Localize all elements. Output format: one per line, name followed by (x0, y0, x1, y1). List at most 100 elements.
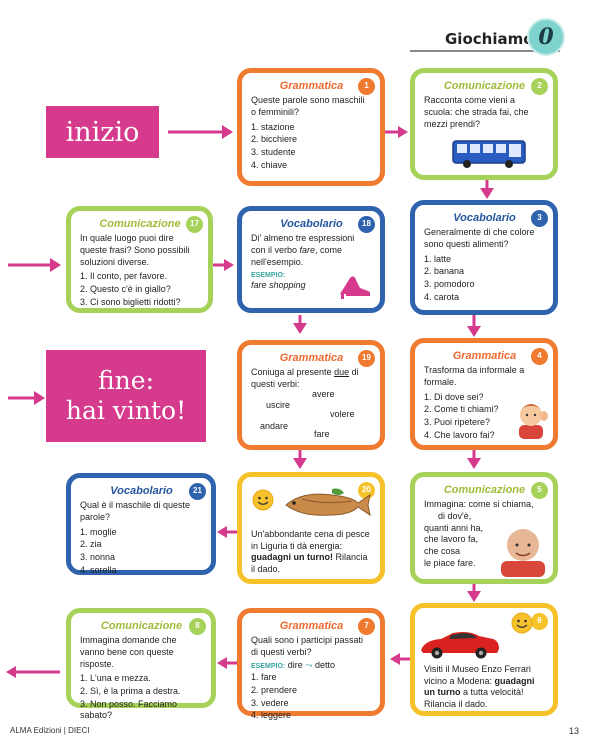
card-line: di dov'è, (438, 510, 472, 521)
card-number: 2 (531, 78, 548, 95)
list-item: 4. sorella (80, 564, 117, 575)
card-title: Vocabolario (280, 218, 343, 230)
page-title: Giochiamo! (445, 30, 541, 48)
card-number: 18 (358, 216, 375, 233)
card-number: 21 (189, 483, 206, 500)
card-number: 20 (358, 482, 375, 499)
card-title: Grammatica (452, 350, 517, 362)
card-text-part: Visiti il Museo Enzo Ferrari vicino a Mo… (424, 664, 531, 686)
high-heel-shoe-icon (340, 276, 370, 299)
card-1: 1 Grammatica Queste parole sono maschili… (237, 68, 385, 186)
card-prompt: Trasforma da informale a formale. (424, 365, 525, 387)
card-prompt: Quali sono i participi passati di questi… (251, 635, 364, 657)
card-21: 21 Vocabolario Qual è il maschile di que… (66, 473, 216, 575)
card-prompt: Immagina domande che vanno bene con ques… (80, 635, 177, 669)
verb-word: volere (330, 409, 355, 419)
card-title: Comunicazione (99, 218, 181, 230)
list-item: 2. zia (80, 539, 102, 550)
card-number: 1 (358, 78, 375, 95)
card-text-bold: guadagni un turno! (251, 552, 333, 563)
card-prompt: Generalmente di che colore sono questi a… (424, 227, 535, 249)
card-2: 2 Comunicazione Racconta come vieni a sc… (410, 68, 558, 180)
list-item: 4. chiave (251, 159, 288, 170)
smiley-icon (511, 612, 533, 634)
page-number: 13 (569, 726, 580, 736)
card-title: Grammatica (279, 352, 344, 364)
card-title: Grammatica (279, 80, 344, 92)
smiley-icon (252, 489, 274, 511)
card-prompt: Di' almeno tre espressioni con il verbo … (251, 233, 372, 268)
card-number: 3 (531, 210, 548, 227)
card-5: 5 Comunicazione Immagina: come si chiama… (410, 472, 558, 584)
verb-word: uscire (266, 400, 291, 410)
verb-word: avere (312, 389, 335, 399)
card-number: 8 (189, 618, 206, 635)
verb-word: andare (260, 421, 289, 431)
list-item: 2. Questo c'è in giallo? (80, 284, 171, 295)
card-text-part: Rilancia il dado. (251, 552, 368, 575)
card-title: Comunicazione (443, 80, 526, 92)
example-label: ESEMPIO: (251, 662, 286, 670)
example-from: dire (287, 659, 303, 670)
card-text: Un'abbondante cena di pesce in Liguria t… (251, 529, 372, 576)
card-text-underlined: due (334, 367, 350, 378)
card-example: ESEMPIO: dire ⤳ detto (251, 660, 372, 672)
list-item: 2. banana (424, 266, 465, 277)
list-item: 4. Che lavoro fai? (424, 429, 495, 440)
card-prompt: Racconta come vieni a scuola: che strada… (424, 95, 529, 129)
bus-icon (452, 140, 526, 168)
list-item: 1. moglie (80, 526, 117, 537)
list-item: 2. bicchiere (251, 134, 298, 145)
list-item: 3. nonna (80, 552, 116, 563)
card-text: Visiti il Museo Enzo Ferrari vicino a Mo… (424, 664, 545, 711)
woman-portrait (501, 529, 545, 577)
example-label: ESEMPIO: (251, 272, 286, 280)
list-item: 2. Sì, è la prima a destra. (80, 686, 181, 697)
card-title: Comunicazione (100, 620, 183, 632)
list-item: 3. vedere (251, 697, 289, 708)
card-line: quanti anni ha, (424, 522, 484, 533)
card-text-verb: fare (299, 244, 316, 255)
arrow-icon: ⤳ (305, 659, 313, 670)
list-item: 1. L'una e mezza. (80, 673, 151, 684)
card-prompt: In quale luogo puoi dire queste frasi? S… (80, 233, 190, 267)
card-18: 18 Vocabolario Di' almeno tre espression… (237, 206, 385, 313)
card-title: Vocabolario (453, 212, 516, 224)
card-line: che cosa (424, 546, 461, 557)
list-item: 2. prendere (251, 685, 298, 696)
card-text-part: a tutta velocità! Rilancia il dado. (424, 687, 524, 710)
card-7: 7 Grammatica Quali sono i participi pass… (237, 608, 385, 720)
card-number: 7 (358, 618, 375, 635)
list-item: 3. studente (251, 147, 296, 158)
card-prompt: Queste parole sono maschili o femminili? (251, 95, 365, 117)
card-line: che lavoro fa, (424, 534, 479, 545)
list-item: 4. leggere (251, 710, 292, 721)
card-line: le piace fare. (424, 557, 476, 568)
card-line: Immagina: come si chiama, (424, 499, 534, 510)
footer-publisher: ALMA Edizioni | DIECI (10, 726, 90, 735)
card-20: 20 Un'abbondante cena di pesce in Liguri… (237, 472, 385, 584)
card-text-part: Un'abbondante cena di pesce in Liguria t… (251, 529, 370, 551)
red-sports-car-image (421, 632, 499, 659)
card-number: 5 (531, 482, 548, 499)
card-title: Vocabolario (110, 485, 173, 497)
start-banner: inizio (46, 106, 159, 158)
list-item: 1. stazione (251, 121, 295, 132)
list-item: 3. Puoi ripetere? (424, 417, 491, 428)
list-item: 3. Non posso. Facciamo sabato? (80, 698, 178, 721)
card-text-part: , come nell'esempio. (251, 244, 343, 267)
card-number: 17 (186, 216, 203, 233)
fish-dish-image (285, 488, 371, 517)
card-title: Comunicazione (443, 484, 526, 496)
unit-badge: 0 (527, 18, 565, 56)
card-3: 3 Vocabolario Generalmente di che colore… (410, 200, 558, 315)
end-banner: fine: hai vinto! (46, 350, 206, 442)
card-prompt: Coniuga al presente due di questi verbi: (251, 367, 372, 390)
card-number: 4 (531, 348, 548, 365)
card-text-part: Coniuga al presente (251, 367, 335, 378)
list-item: 2. Come ti chiami? (424, 404, 499, 415)
end-banner-line1: fine: (98, 366, 154, 395)
card-prompt: Qual è il maschile di queste parole? (80, 500, 191, 522)
verb-word: fare (314, 429, 330, 439)
